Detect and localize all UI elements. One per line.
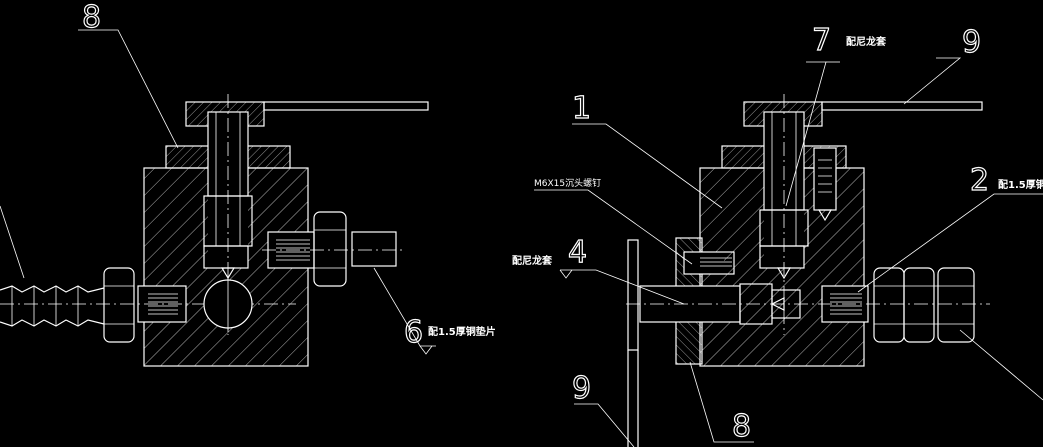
left-note-6: 配1.5厚铜垫片: [428, 325, 496, 338]
right-callout-1: 1: [572, 91, 591, 126]
right-callout-9-top: 9: [962, 25, 981, 60]
left-thread-right: [276, 239, 310, 261]
right-callout-2: 2: [970, 163, 989, 198]
right-m6-screw: [683, 251, 735, 275]
right-nut-3: [937, 267, 975, 343]
left-valve-view: 8 6 配1.5厚铜垫片: [0, 0, 496, 367]
right-note-m6-screw: M6X15沉头螺钉: [534, 178, 601, 189]
left-callout-8: 8: [82, 0, 101, 35]
left-copper-gasket: [351, 231, 397, 267]
right-note-7: 配尼龙套: [846, 35, 887, 48]
right-mount-plate: [627, 239, 639, 351]
right-nut-2: [903, 267, 935, 343]
right-callout-8: 8: [732, 409, 751, 444]
left-callout-6: 6: [404, 315, 423, 350]
right-callout-7: 7: [812, 23, 831, 58]
left-right-nut: [313, 211, 347, 287]
right-nut-1: [873, 267, 905, 343]
left-corrugated-hose: [0, 285, 105, 327]
right-callout-9-bottom: 9: [572, 371, 591, 406]
right-handle-bar: [821, 101, 983, 111]
right-note-4: 配尼龙套: [512, 254, 553, 267]
right-note-2: 配1.5厚铜: [998, 178, 1043, 191]
left-left-nut: [103, 267, 135, 343]
right-callout-4: 4: [568, 235, 587, 270]
left-handle-bar: [263, 101, 429, 111]
right-valve-view: 7 配尼龙套 9 1 2 配1.5厚铜 M6X15沉头螺钉 4 配尼龙套 9 8: [512, 22, 1043, 447]
